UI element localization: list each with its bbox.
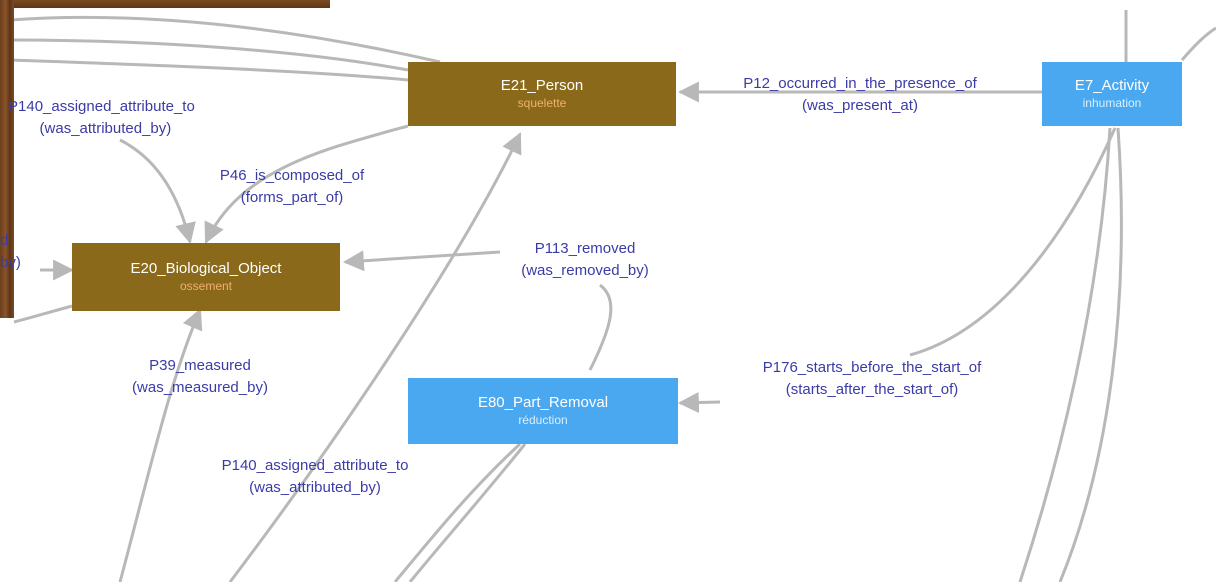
- edge-left-out: [13, 304, 73, 324]
- edge-top-curve-3: [9, 58, 409, 82]
- edge-activity-curve: [1180, 26, 1216, 61]
- edge-label-line1: P46_is_composed_of: [219, 167, 365, 184]
- edge-label-line2: (was_attributed_by): [249, 479, 381, 496]
- edge-p46: [204, 124, 409, 244]
- edge-top-curve-1: [9, 15, 441, 64]
- edge-label-line2: (starts_after_the_start_of): [785, 381, 959, 398]
- edge-label-line1: P39_measured: [149, 357, 251, 374]
- edge-label-p12: P12_occurred_in_the_presence_of (was_pre…: [700, 73, 1020, 117]
- node-subtitle: réduction: [518, 413, 568, 427]
- edge-p113: [342, 250, 501, 272]
- edge-label-p140-bottom: P140_assigned_attribute_to (was_attribut…: [185, 455, 445, 499]
- edge-activity-down-2: [1018, 127, 1112, 582]
- edge-label-line1: d: [0, 232, 9, 249]
- edge-activity-down-3: [1058, 127, 1123, 582]
- edge-label-p46: P46_is_composed_of (forms_part_of): [192, 165, 392, 209]
- background-photo-strip: [0, 0, 330, 8]
- edge-label-line2: (was_present_at): [802, 97, 918, 114]
- edge-label-p140-top: P140_assigned_attribute_to (was_attribut…: [8, 96, 195, 140]
- edge-label-p176: P176_starts_before_the_start_of (starts_…: [712, 357, 1032, 401]
- edge-label-line1: P113_removed: [534, 240, 636, 257]
- edge-label-line1: P140_assigned_attribute_to: [8, 98, 195, 115]
- node-e21-person[interactable]: E21_Person squelette: [408, 62, 676, 126]
- edge-activity-down-1: [909, 127, 1117, 357]
- edge-p140a: [119, 138, 196, 245]
- edge-label-line1: P140_assigned_attribute_to: [221, 457, 409, 474]
- edge-label-line2: by): [0, 254, 21, 271]
- node-e80-part-removal[interactable]: E80_Part_Removal réduction: [408, 378, 678, 444]
- edge-p176: [677, 392, 721, 414]
- node-title: E7_Activity: [1074, 77, 1150, 94]
- edge-label-line2: (was_removed_by): [521, 262, 649, 279]
- edge-removal-down-2: [408, 443, 527, 582]
- edge-top-curve-2: [9, 38, 409, 72]
- edge-label-line1: P176_starts_before_the_start_of: [762, 359, 982, 376]
- edge-label-p113: P113_removed (was_removed_by): [490, 238, 680, 282]
- background-photo-edge: [0, 0, 14, 318]
- node-title: E21_Person: [500, 77, 584, 94]
- edge-label-line2: (was_attributed_by): [39, 120, 172, 137]
- node-subtitle: inhumation: [1082, 96, 1142, 110]
- edge-p140b: [228, 132, 522, 582]
- node-subtitle: squelette: [517, 96, 567, 110]
- node-e7-activity[interactable]: E7_Activity inhumation: [1042, 62, 1182, 126]
- edge-p39: [118, 308, 203, 582]
- edge-p113-tail: [588, 283, 613, 371]
- node-title: E80_Part_Removal: [477, 394, 609, 411]
- edge-label-left-partial: d by): [0, 230, 21, 274]
- node-title: E20_Biological_Object: [130, 260, 282, 277]
- edge-label-line2: (was_measured_by): [132, 379, 268, 396]
- edge-label-line1: P12_occurred_in_the_presence_of: [743, 75, 977, 92]
- node-e20-biological-object[interactable]: E20_Biological_Object ossement: [72, 243, 340, 311]
- node-subtitle: ossement: [179, 279, 233, 293]
- edge-label-line2: (forms_part_of): [240, 189, 344, 206]
- edge-label-p39: P39_measured (was_measured_by): [100, 355, 300, 399]
- edge-removal-down-1: [393, 442, 522, 582]
